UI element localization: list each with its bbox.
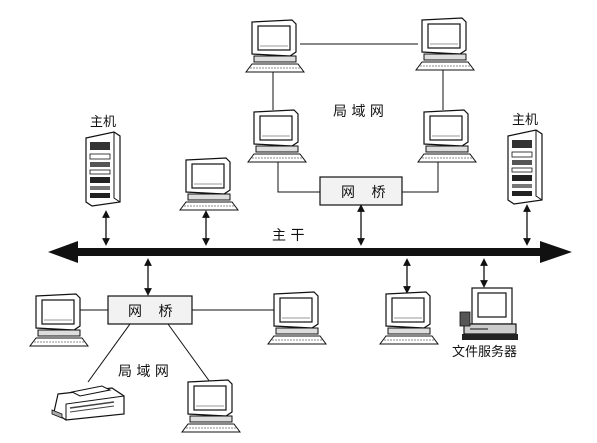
desktop-computer-icon [415, 17, 475, 71]
top-lan-workstation-2[interactable] [415, 17, 475, 71]
backbone-label: 主 干 [272, 228, 304, 244]
desktop-computer-icon [247, 109, 307, 163]
file-server[interactable] [459, 287, 519, 341]
desktop-computer-icon [417, 109, 477, 163]
desktop-computer-icon [29, 293, 89, 347]
desktop-computer-icon [245, 19, 305, 73]
desktop-computer-icon [181, 379, 241, 433]
bottom-bridge[interactable]: 网 桥 [107, 295, 193, 325]
host-left[interactable] [85, 131, 121, 207]
printer-icon [51, 385, 125, 421]
top-lan-workstation-3[interactable] [247, 109, 307, 163]
desktop-computer-icon [379, 291, 439, 345]
top-lan-workstation-1[interactable] [245, 19, 305, 73]
bottom-lan-workstation-2[interactable] [267, 291, 327, 345]
backbone-workstation-left[interactable] [179, 157, 239, 211]
file-server-icon [459, 287, 519, 341]
tower-server-icon [85, 131, 121, 207]
bottom-lan-printer[interactable] [51, 385, 125, 421]
bottom-lan-workstation-1[interactable] [29, 293, 89, 347]
tower-server-icon [507, 129, 543, 205]
bottom-bridge-label: 网 桥 [128, 304, 178, 320]
host-right-label: 主机 [512, 113, 538, 128]
bottom-lan-label: 局 域 网 [118, 364, 169, 380]
top-lan-workstation-4[interactable] [417, 109, 477, 163]
backbone-workstation-right[interactable] [379, 291, 439, 345]
backbone-connectors [102, 204, 531, 296]
top-lan-links [272, 43, 444, 193]
top-bridge[interactable]: 网 桥 [319, 176, 403, 206]
file-server-label: 文件服务器 [452, 344, 517, 360]
desktop-computer-icon [179, 157, 239, 211]
bottom-lan-links [76, 309, 278, 383]
host-right[interactable] [507, 129, 543, 205]
top-bridge-label: 网 桥 [341, 185, 391, 201]
desktop-computer-icon [267, 291, 327, 345]
bottom-lan-workstation-3[interactable] [181, 379, 241, 433]
top-lan-label: 局 域 网 [333, 104, 384, 120]
host-left-label: 主机 [90, 115, 116, 130]
backbone [48, 241, 572, 263]
